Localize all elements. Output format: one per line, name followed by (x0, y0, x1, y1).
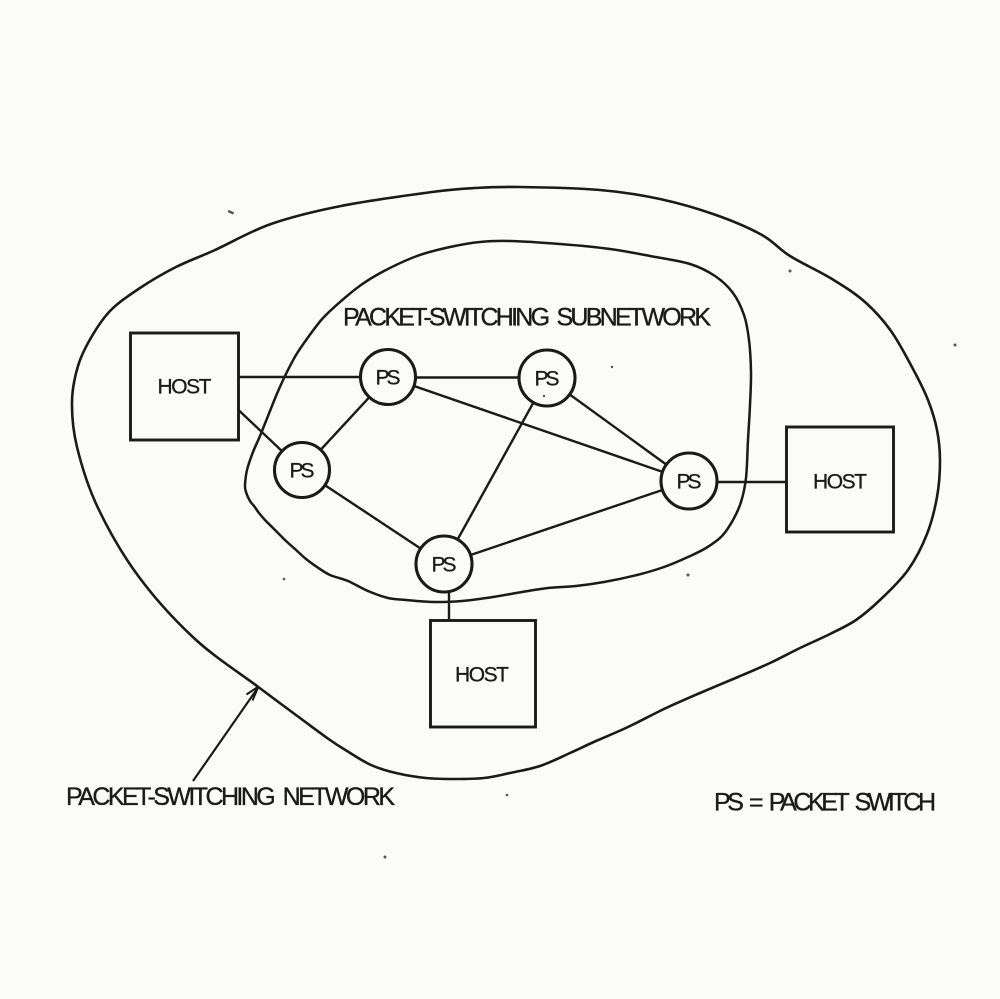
svg-text:HOST: HOST (813, 471, 867, 494)
svg-text:PS = PACKET SWITCH: PS = PACKET SWITCH (714, 789, 936, 817)
svg-text:PS: PS (290, 460, 315, 483)
svg-text:PACKET-SWITCHING NETWORK: PACKET-SWITCHING NETWORK (66, 783, 395, 811)
svg-text:PS: PS (677, 471, 702, 494)
svg-text:PACKET-SWITCHING SUBNETWORK: PACKET-SWITCHING SUBNETWORK (343, 304, 711, 332)
svg-text:HOST: HOST (455, 664, 509, 687)
svg-text:PS: PS (535, 368, 560, 391)
svg-text:HOST: HOST (158, 376, 212, 399)
svg-text:PS: PS (432, 554, 457, 577)
svg-text:PS: PS (376, 367, 401, 390)
